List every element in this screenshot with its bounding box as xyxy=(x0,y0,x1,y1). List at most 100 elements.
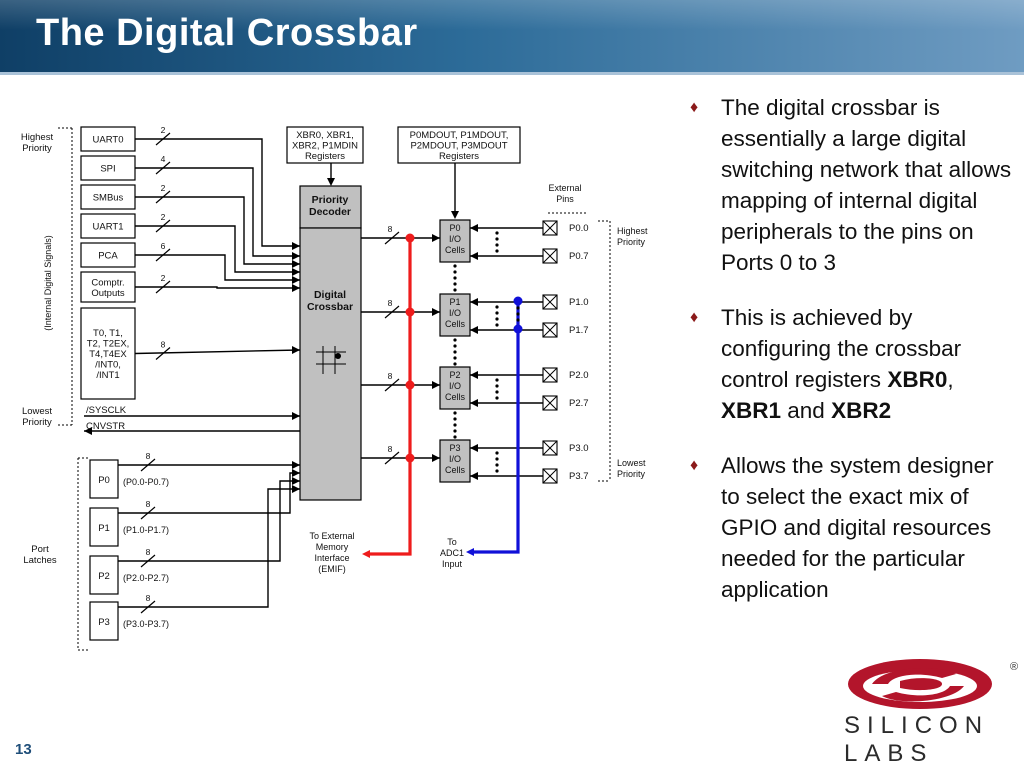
bus-slash-mark xyxy=(155,280,171,294)
port-latch-block xyxy=(89,601,119,641)
bus-slash-mark xyxy=(384,378,400,392)
bus-width-label: 4 xyxy=(161,154,166,164)
cell-continuation-dot xyxy=(453,435,457,439)
emif-bus-tap xyxy=(405,380,415,390)
external-pins-label: External xyxy=(548,183,581,193)
lowest-priority-label: Priority xyxy=(617,469,646,479)
bullet-text: Allows the system designer to select the… xyxy=(721,453,994,602)
bullet-text: The digital crossbar is essentially a la… xyxy=(721,95,1012,275)
port-latch-block xyxy=(89,555,119,595)
bus-width-label: 8 xyxy=(146,593,151,603)
bus-slash-mark xyxy=(155,132,171,146)
signal-label: CNVSTR xyxy=(86,421,125,432)
cell-continuation-dot xyxy=(453,350,457,354)
priority-decoder-label: Priority xyxy=(312,194,349,206)
internal-signals-label: (Internal Digital Signals) xyxy=(43,235,53,331)
adc-label: Input xyxy=(442,559,463,569)
arrow-right-icon xyxy=(432,308,440,316)
io-cell-label: I/O xyxy=(449,454,461,464)
highest-priority-label: Highest xyxy=(617,226,648,236)
arrow-left-icon xyxy=(470,326,478,334)
port-latch-range: (P3.0-P3.7) xyxy=(123,619,169,629)
arrow-left-icon xyxy=(470,444,478,452)
adc-continuation-dot xyxy=(516,306,520,310)
io-cell-label: I/O xyxy=(449,308,461,318)
bus-width-label: 2 xyxy=(161,125,166,135)
bus-slash-mark xyxy=(384,231,400,245)
bus-width-label: 8 xyxy=(388,298,393,308)
pin-box-icon xyxy=(542,248,558,264)
cell-continuation-dot xyxy=(453,356,457,360)
peripheral-label: UART0 xyxy=(93,135,124,146)
registered-mark: ® xyxy=(1010,661,1018,673)
arrow-left-icon xyxy=(470,224,478,232)
io-cell-label: P1 xyxy=(449,297,460,307)
cell-continuation-dot xyxy=(453,417,457,421)
priority-decoder-block xyxy=(299,185,362,229)
bullet-item: ♦Allows the system designer to select th… xyxy=(690,450,1015,605)
pin-box-icon xyxy=(542,367,558,383)
arrow-down-icon xyxy=(327,178,335,186)
bullet-list: ♦ The digital crossbar is essentially a l… xyxy=(690,92,1015,629)
peripheral-label: UART1 xyxy=(93,222,124,233)
peripheral-wire xyxy=(135,286,300,289)
io-cell-label: P2 xyxy=(449,370,460,380)
io-cell-block xyxy=(439,219,471,263)
highest-priority-label: Highest xyxy=(21,132,54,143)
pin-box-icon xyxy=(542,468,558,484)
arrow-left-icon xyxy=(470,298,478,306)
bus-slash-mark xyxy=(140,458,156,472)
bullet-text: and xyxy=(781,398,832,423)
peripheral-wire xyxy=(135,138,300,247)
pin-continuation-dot xyxy=(495,463,499,467)
bus-slash-mark xyxy=(155,248,171,262)
pin-label: P2.0 xyxy=(569,370,589,381)
adc-label: ADC1 xyxy=(440,548,464,558)
pin-continuation-dot xyxy=(495,378,499,382)
bus-slash-mark xyxy=(140,600,156,614)
cell-continuation-dot xyxy=(453,429,457,433)
io-cell-label: I/O xyxy=(449,381,461,391)
io-cell-label: Cells xyxy=(445,465,466,475)
diamond-bullet-icon: ♦ xyxy=(690,309,699,326)
highest-priority-label: Priority xyxy=(617,237,646,247)
peripheral-wire xyxy=(135,225,300,273)
peripheral-label: SPI xyxy=(100,164,115,175)
bus-width-label: 8 xyxy=(388,224,393,234)
bus-width-label: 8 xyxy=(388,444,393,454)
logo-text: SILICON LABS xyxy=(844,712,990,767)
adc-label: To xyxy=(447,537,457,547)
io-cell-block xyxy=(439,439,471,483)
adc-bus-tap xyxy=(513,296,523,306)
peripheral-label: /INT0, xyxy=(95,360,121,371)
peripheral-label: PCA xyxy=(98,251,118,262)
register-block-pmdout xyxy=(397,126,521,164)
bus-slash-mark xyxy=(155,190,171,204)
port-latch-range: (P0.0-P0.7) xyxy=(123,477,169,487)
peripheral-label: /INT1 xyxy=(96,370,119,381)
bus-width-label: 2 xyxy=(161,212,166,222)
io-cell-label: Cells xyxy=(445,245,466,255)
bus-width-label: 8 xyxy=(146,451,151,461)
highest-priority-label: Priority xyxy=(22,143,52,154)
port-latch-block xyxy=(89,459,119,499)
pin-box-icon xyxy=(542,322,558,338)
priority-decoder-label: Decoder xyxy=(309,206,351,218)
diamond-bullet-icon: ♦ xyxy=(690,99,699,116)
bus-width-label: 8 xyxy=(161,340,166,350)
peripheral-label: Comptr. xyxy=(91,277,124,288)
arrow-right-icon xyxy=(432,234,440,242)
io-cell-label: Cells xyxy=(445,392,466,402)
bullet-text: , xyxy=(947,367,954,392)
pin-box-icon xyxy=(542,395,558,411)
register-label: P2MDOUT, P3MDOUT xyxy=(410,141,507,152)
emif-bus xyxy=(368,238,412,556)
pin-box-icon xyxy=(542,220,558,236)
blue-arrow-left-icon xyxy=(466,548,474,556)
pin-label: P1.7 xyxy=(569,325,589,336)
pin-continuation-dot xyxy=(495,457,499,461)
io-cell-label: P3 xyxy=(449,443,460,453)
pin-continuation-dot xyxy=(495,323,499,327)
